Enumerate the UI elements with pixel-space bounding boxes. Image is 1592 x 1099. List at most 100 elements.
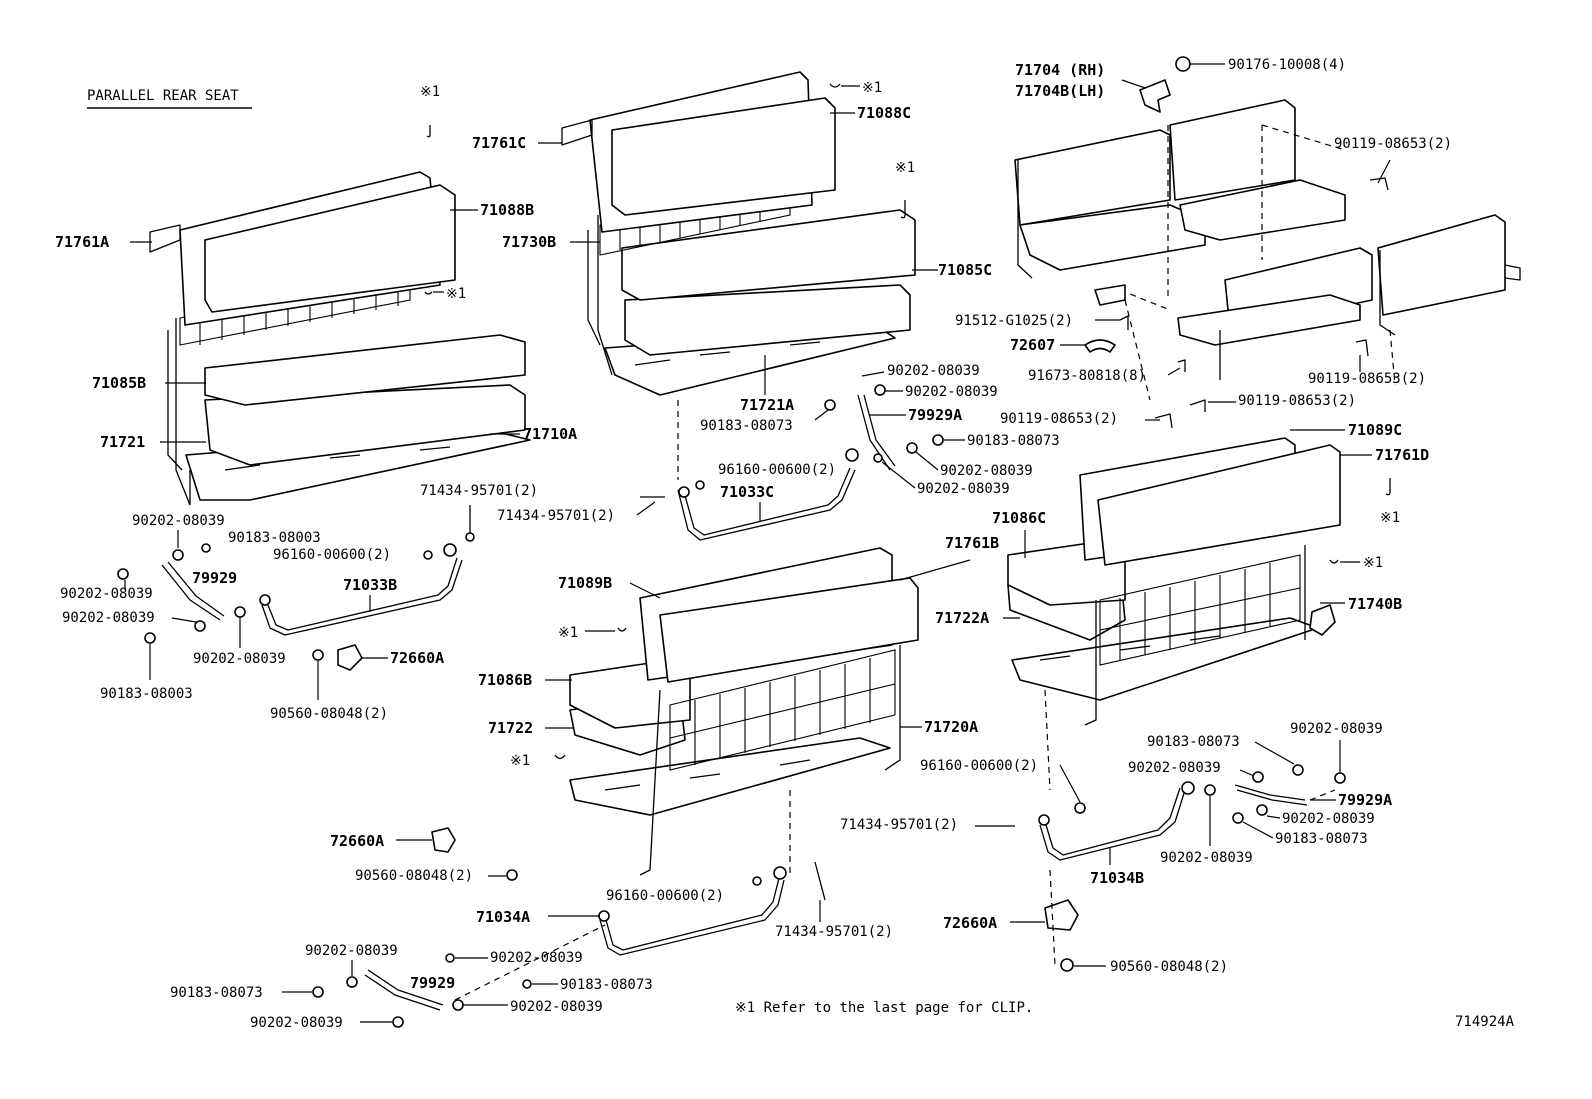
clip-mark: ※1 xyxy=(446,286,466,302)
clip-icon xyxy=(1385,478,1391,496)
label-90183-08003-l2: 90183-08003 xyxy=(100,686,193,702)
linkage-71033c-illustration xyxy=(640,384,944,541)
label-71088C: 71088C xyxy=(857,104,911,122)
leader xyxy=(629,582,661,599)
figure-id: 714924A xyxy=(1455,1014,1515,1030)
label-96160-00600-c: 96160-00600(2) xyxy=(718,462,836,478)
label-71761B: 71761B xyxy=(945,534,999,552)
label-90183-08073-r2: 90183-08073 xyxy=(1275,831,1368,847)
label-90560-08048-l: 90560-08048(2) xyxy=(270,706,388,722)
label-96160-00600-r: 96160-00600(2) xyxy=(920,758,1038,774)
label-90202-08039-t2: 90202-08039 xyxy=(905,384,998,400)
label-71434-95701-l: 71434-95701(2) xyxy=(420,483,538,499)
label-71034A: 71034A xyxy=(476,908,530,926)
leader xyxy=(1254,741,1295,765)
leader xyxy=(1377,159,1391,184)
label-71434-95701-c: 71434-95701(2) xyxy=(497,508,615,524)
label-90202-08039-m1: 90202-08039 xyxy=(305,943,398,959)
label-71034B: 71034B xyxy=(1090,869,1144,887)
label-91512-G1025: 91512-G1025(2) xyxy=(955,313,1073,329)
label-71761D: 71761D xyxy=(1375,446,1429,464)
label-90183-08073-m1: 90183-08073 xyxy=(170,985,263,1001)
label-90202-08039-l1: 90202-08039 xyxy=(132,513,225,529)
clip-icon xyxy=(424,291,433,295)
label-71721A: 71721A xyxy=(740,396,794,414)
label-90183-08003-l1: 90183-08003 xyxy=(228,530,321,546)
leader xyxy=(171,617,197,623)
label-71085B: 71085B xyxy=(92,374,146,392)
label-90202-08039-r3: 90202-08039 xyxy=(1282,811,1375,827)
clip-mark: ※1 xyxy=(510,753,530,769)
label-90183-08073-m2: 90183-08073 xyxy=(560,977,653,993)
label-71730B: 71730B xyxy=(502,233,556,251)
label-71704B-lh: 71704B(LH) xyxy=(1015,82,1105,100)
clip-icon xyxy=(617,627,627,632)
label-71710A: 71710A xyxy=(523,425,577,443)
label-90202-08039-t3: 90202-08039 xyxy=(940,463,1033,479)
label-96160-00600-l: 96160-00600(2) xyxy=(273,547,391,563)
label-90202-08039-m2: 90202-08039 xyxy=(490,950,583,966)
leader xyxy=(1121,79,1146,89)
clip-mark: ※1 xyxy=(895,160,915,176)
label-90119-08653-b: 90119-08653(2) xyxy=(1308,371,1426,387)
label-90119-08653-c: 90119-08653(2) xyxy=(1238,393,1356,409)
label-90202-08039-r1: 90202-08039 xyxy=(1290,721,1383,737)
label-90202-08039-l4: 90202-08039 xyxy=(193,651,286,667)
clip-icon xyxy=(554,754,566,760)
clip-mark: ※1 xyxy=(862,80,882,96)
label-79929-m: 79929 xyxy=(410,974,455,992)
label-71089B: 71089B xyxy=(558,574,612,592)
leader xyxy=(861,371,885,377)
leader xyxy=(814,409,829,421)
clip-mark: ※1 xyxy=(558,625,578,641)
leader xyxy=(899,559,971,581)
label-90202-08039-m4: 90202-08039 xyxy=(510,999,603,1015)
folding-seat-illustration xyxy=(1014,56,1521,429)
label-71089C: 71089C xyxy=(1348,421,1402,439)
label-71085C: 71085C xyxy=(938,261,992,279)
label-91673-80818: 91673-80818(8) xyxy=(1028,368,1146,384)
label-90202-08039-t4: 90202-08039 xyxy=(917,481,1010,497)
label-71088B: 71088B xyxy=(480,201,534,219)
label-90560-08048-r: 90560-08048(2) xyxy=(1110,959,1228,975)
label-79929A-top: 79929A xyxy=(908,406,962,424)
leader xyxy=(1242,821,1274,839)
label-72607: 72607 xyxy=(1010,336,1055,354)
clip-footnote: ※1 Refer to the last page for CLIP. xyxy=(735,1000,1033,1016)
label-90560-08048-m: 90560-08048(2) xyxy=(355,868,473,884)
label-71086C: 71086C xyxy=(992,509,1046,527)
label-90183-08073-t1: 90183-08073 xyxy=(700,418,793,434)
linkage-71034b-illustration xyxy=(975,764,1346,972)
label-71722A: 71722A xyxy=(935,609,989,627)
clip-icon xyxy=(1329,559,1339,564)
label-96160-00600-m: 96160-00600(2) xyxy=(606,888,724,904)
label-90202-08039-t1: 90202-08039 xyxy=(887,363,980,379)
seat-b-right-illustration xyxy=(1007,437,1341,791)
clip-icon xyxy=(900,200,906,219)
label-71434-95701-r: 71434-95701(2) xyxy=(840,817,958,833)
label-71761C: 71761C xyxy=(472,134,526,152)
seat-c-illustration xyxy=(561,71,916,396)
label-90119-08653-a: 90119-08653(2) xyxy=(1334,136,1452,152)
clip-icon xyxy=(426,125,431,138)
linkage-71034a-illustration xyxy=(312,827,826,1028)
clip-mark: ※1 xyxy=(1363,555,1383,571)
label-79929A-r: 79929A xyxy=(1338,791,1392,809)
clip-icon xyxy=(829,83,841,88)
label-72660A-m: 72660A xyxy=(330,832,384,850)
label-71033B: 71033B xyxy=(343,576,397,594)
label-71722: 71722 xyxy=(488,719,533,737)
leader xyxy=(881,461,916,489)
leader xyxy=(1059,764,1081,803)
label-90202-08039-m3: 90202-08039 xyxy=(250,1015,343,1031)
label-71721: 71721 xyxy=(100,433,145,451)
label-71740B: 71740B xyxy=(1348,595,1402,613)
label-90202-08039-l3: 90202-08039 xyxy=(62,610,155,626)
label-90183-08073-t2: 90183-08073 xyxy=(967,433,1060,449)
leader xyxy=(1239,769,1255,777)
seat-d-center-illustration xyxy=(569,547,919,876)
label-71086B: 71086B xyxy=(478,671,532,689)
label-72660A-r: 72660A xyxy=(943,914,997,932)
clip-mark: ※1 xyxy=(420,84,440,100)
label-90202-08039-r4: 90202-08039 xyxy=(1160,850,1253,866)
